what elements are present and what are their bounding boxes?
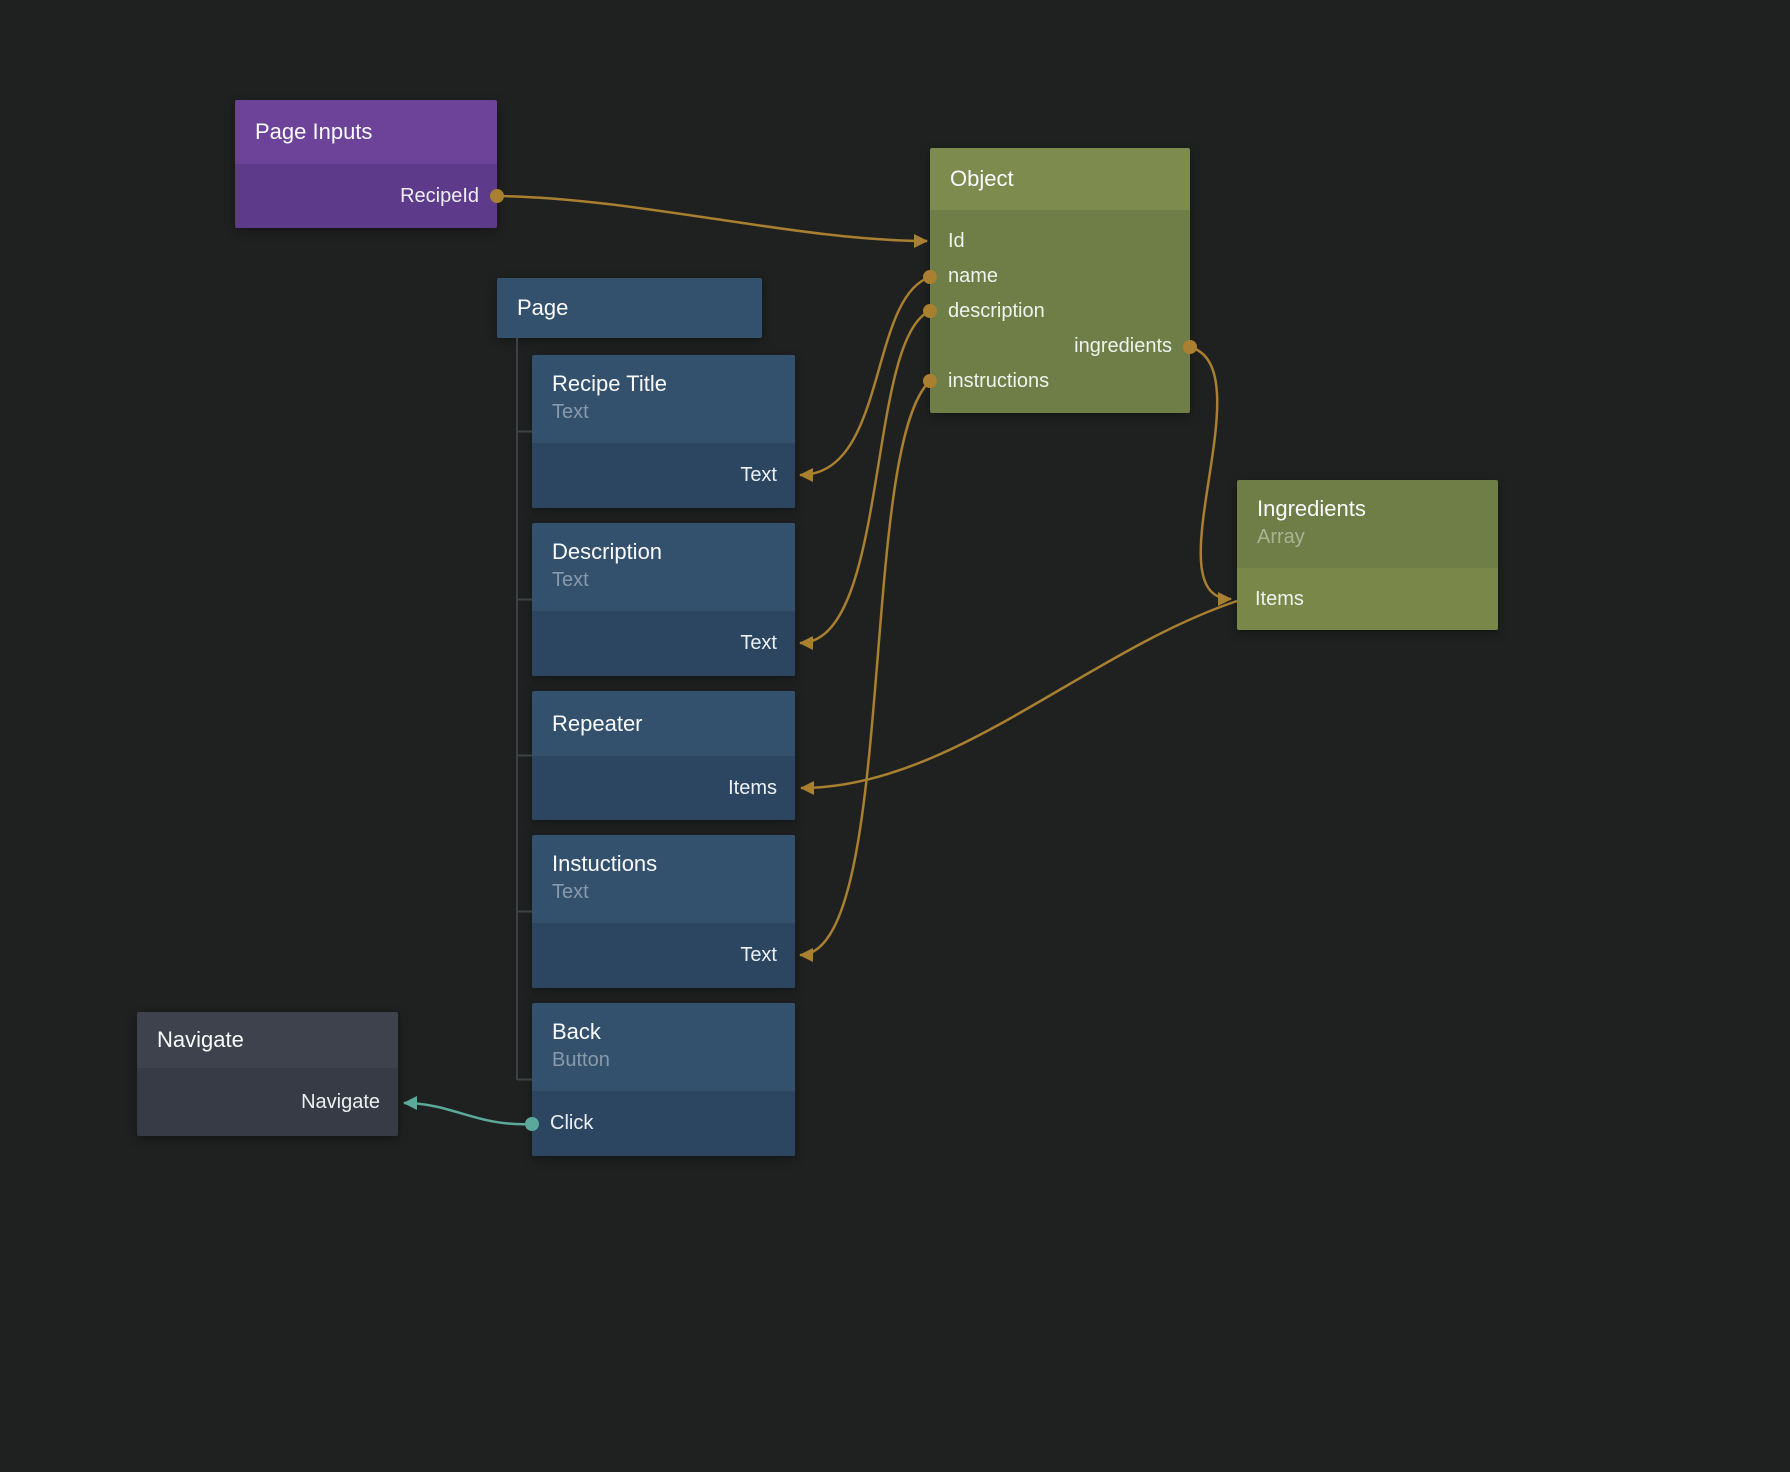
port-label: Navigate (301, 1090, 380, 1113)
page-children-tree-line (516, 338, 532, 1081)
node-repeater[interactable]: Repeater Items (532, 691, 795, 820)
port-text-input[interactable]: Text (532, 611, 795, 676)
node-type-label: Text (552, 401, 589, 423)
node-type-label: Button (552, 1049, 610, 1071)
port-items[interactable]: Items (1237, 568, 1498, 630)
port-recipeid[interactable]: RecipeId (235, 164, 497, 228)
port-text-input[interactable]: Text (532, 923, 795, 988)
node-title: Repeater (552, 710, 643, 736)
node-ingredients-header: Ingredients Array (1237, 480, 1498, 568)
node-back-header: Back Button (532, 1003, 795, 1091)
node-title: Recipe Title (552, 371, 667, 396)
node-back[interactable]: Back Button Click (532, 1003, 795, 1156)
node-recipe-title[interactable]: Recipe Title Text Text (532, 355, 795, 508)
port-label: Text (740, 464, 777, 486)
port-navigate-input[interactable]: Navigate (137, 1068, 398, 1136)
node-description-header: Description Text (532, 523, 795, 611)
node-instuctions[interactable]: Instuctions Text Text (532, 835, 795, 988)
node-repeater-header: Repeater (532, 691, 795, 756)
node-type-label: Array (1257, 526, 1305, 548)
port-instructions[interactable]: instructions (948, 370, 1050, 392)
wire-recipeid-to-object-id[interactable] (496, 194, 928, 248)
node-object[interactable]: Object Id name description ingredients i… (930, 148, 1190, 413)
port-label: Click (550, 1112, 594, 1134)
node-page[interactable]: Page (497, 278, 762, 338)
wire-object-instructions-to-instuctions-text[interactable] (799, 380, 931, 962)
wire-object-ingredients-to-ingredients-items[interactable] (1189, 345, 1232, 606)
port-text-input[interactable]: Text (532, 443, 795, 508)
node-recipe-title-header: Recipe Title Text (532, 355, 795, 443)
node-ingredients[interactable]: Ingredients Array Items (1237, 480, 1498, 630)
port-id[interactable]: Id (948, 230, 965, 252)
node-navigate-header: Navigate (137, 1012, 398, 1068)
node-object-ports: Id name description ingredients instruct… (930, 210, 1190, 413)
port-description[interactable]: description (948, 300, 1045, 322)
node-title: Instuctions (552, 851, 658, 876)
node-page-header: Page (497, 278, 762, 338)
node-title: Ingredients (1257, 496, 1366, 521)
wire-back-click-to-navigate[interactable] (403, 1096, 533, 1126)
port-ingredients-output[interactable]: ingredients (1074, 335, 1172, 357)
wire-object-description-to-description-text[interactable] (799, 309, 931, 650)
node-title: Object (950, 166, 1014, 191)
wire-object-name-to-recipe-title-text[interactable] (799, 275, 931, 482)
node-type-label: Text (552, 569, 589, 591)
node-description[interactable]: Description Text Text (532, 523, 795, 676)
port-label: Text (740, 632, 777, 654)
node-instuctions-header: Instuctions Text (532, 835, 795, 923)
port-label: Items (728, 776, 777, 799)
node-title: Description (552, 539, 663, 564)
port-label: Text (740, 944, 777, 966)
node-title: Page Inputs (255, 119, 373, 144)
node-title: Page (517, 295, 569, 320)
node-page-inputs[interactable]: Page Inputs RecipeId (235, 100, 497, 228)
port-items-input[interactable]: Items (532, 756, 795, 820)
node-title: Back (552, 1019, 601, 1044)
port-click-output[interactable]: Click (532, 1091, 795, 1156)
wire-ingredients-items-to-repeater-items[interactable] (800, 599, 1238, 795)
port-label: RecipeId (400, 184, 479, 207)
node-page-inputs-header: Page Inputs (235, 100, 497, 164)
node-navigate[interactable]: Navigate Navigate (137, 1012, 398, 1136)
node-object-header: Object (930, 148, 1190, 210)
node-title: Navigate (157, 1027, 244, 1052)
port-name[interactable]: name (948, 265, 999, 287)
node-type-label: Text (552, 881, 589, 903)
